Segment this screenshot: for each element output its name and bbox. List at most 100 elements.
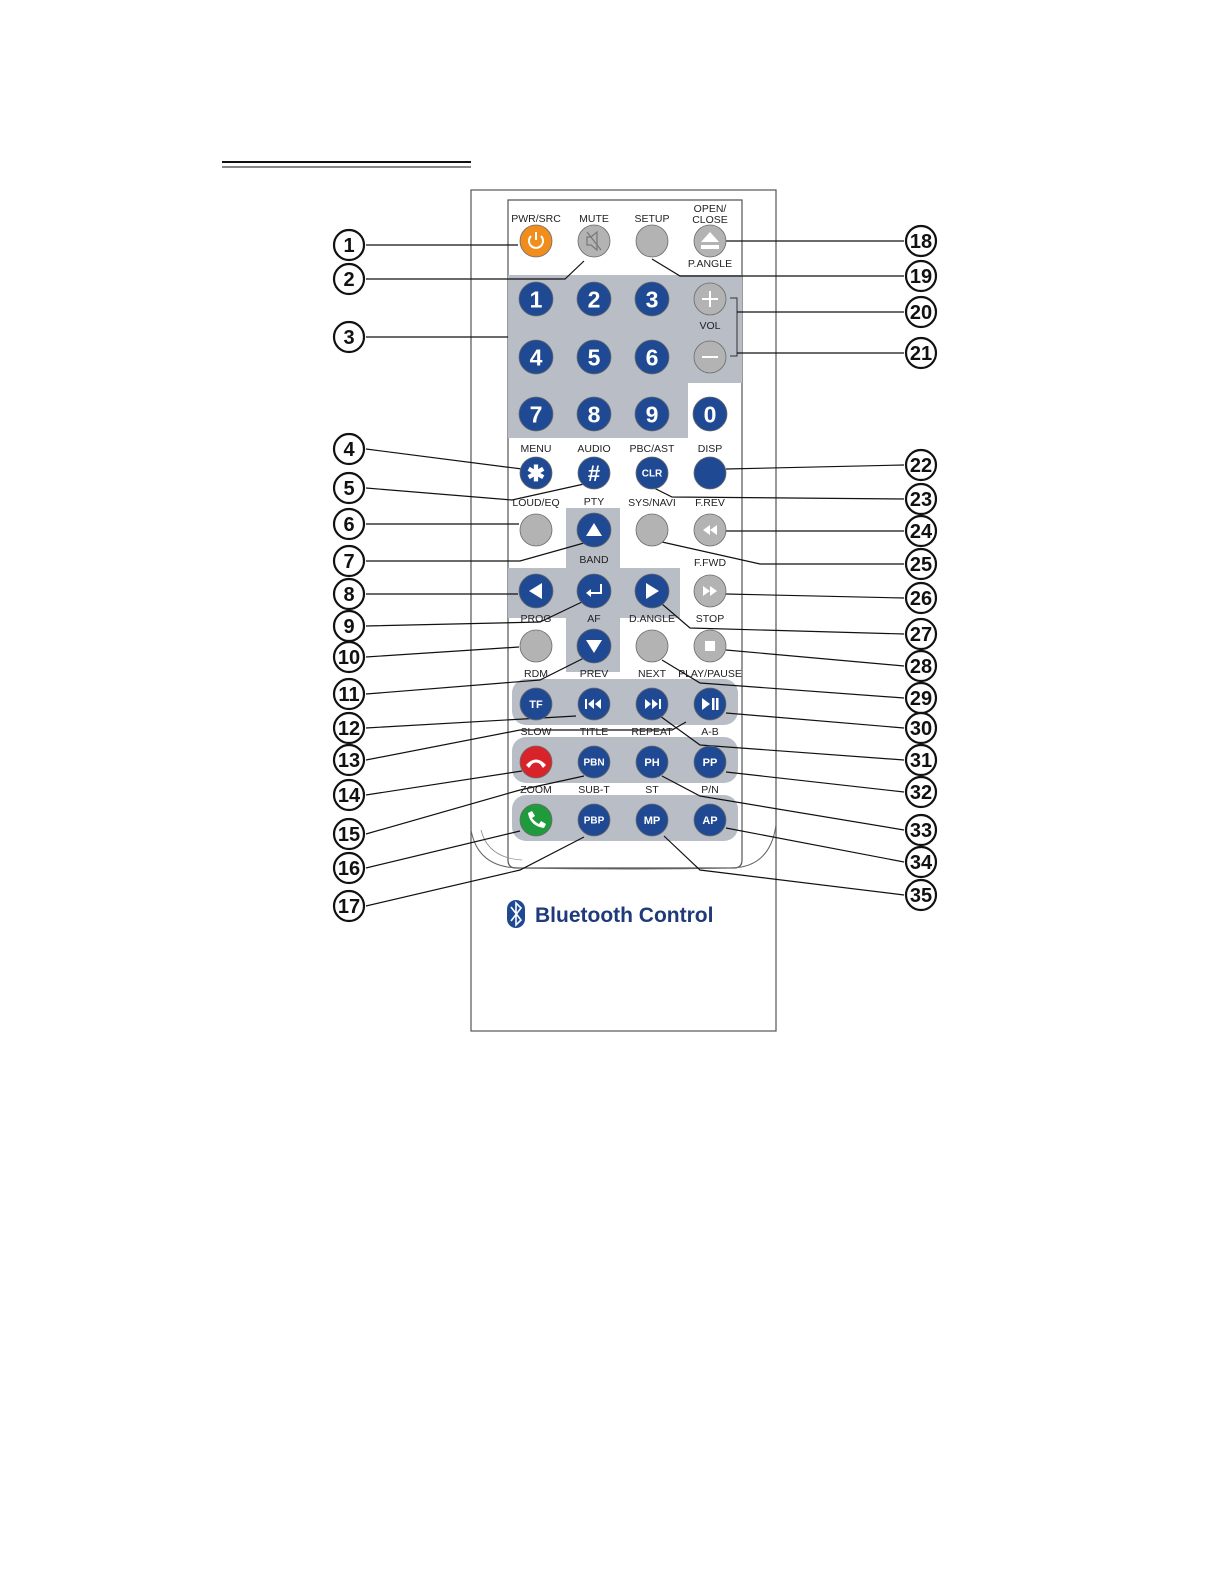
button-up[interactable]: [576, 512, 612, 548]
button-pp-body[interactable]: [693, 745, 727, 779]
button-n5-body[interactable]: [576, 339, 612, 375]
button-disp[interactable]: [693, 456, 727, 490]
label-open-1: CLOSE: [692, 214, 728, 226]
callout-17: 17: [332, 889, 366, 923]
button-prev[interactable]: [577, 687, 611, 721]
callout-6-number: 6: [343, 514, 354, 536]
button-ap-body[interactable]: [693, 803, 727, 837]
button-mp-body[interactable]: [635, 803, 669, 837]
button-left[interactable]: [518, 573, 554, 609]
button-loud-body[interactable]: [519, 513, 553, 547]
button-n2-body[interactable]: [576, 281, 612, 317]
button-pbn[interactable]: PBN: [577, 745, 611, 779]
button-volup[interactable]: [693, 282, 727, 316]
button-pbc-body[interactable]: [635, 456, 669, 490]
button-pwr[interactable]: [519, 224, 553, 258]
leader-line-17: [365, 836, 585, 907]
button-n2[interactable]: 2: [576, 281, 612, 317]
leader-line-29: [661, 659, 905, 699]
button-call-body[interactable]: [519, 803, 553, 837]
button-n1[interactable]: 1: [518, 281, 554, 317]
button-sys[interactable]: [635, 513, 669, 547]
button-n3[interactable]: 3: [634, 281, 670, 317]
button-pp[interactable]: PP: [693, 745, 727, 779]
button-open[interactable]: [693, 224, 727, 258]
button-mp[interactable]: MP: [635, 803, 669, 837]
button-prog[interactable]: [519, 629, 553, 663]
button-audio-body[interactable]: [577, 456, 611, 490]
button-call[interactable]: [519, 803, 553, 837]
button-loud[interactable]: [519, 513, 553, 547]
button-stop[interactable]: [693, 629, 727, 663]
button-n0[interactable]: 0: [692, 396, 728, 432]
button-n8[interactable]: 8: [576, 396, 612, 432]
button-n7-glyph: 7: [530, 401, 543, 427]
button-pbn-body[interactable]: [577, 745, 611, 779]
phone-row-panel: [512, 737, 738, 783]
play-pause-icon: [702, 698, 719, 710]
leader-line-31: [659, 715, 905, 761]
button-disp-body[interactable]: [693, 456, 727, 490]
transport-row-panel: [512, 679, 738, 725]
button-n0-glyph: 0: [704, 401, 717, 427]
button-n4-glyph: 4: [530, 344, 543, 370]
leader-line-33: [661, 775, 905, 831]
button-ap[interactable]: AP: [693, 803, 727, 837]
button-pwr-body[interactable]: [519, 224, 553, 258]
button-ph[interactable]: PH: [635, 745, 669, 779]
button-n4-body[interactable]: [518, 339, 554, 375]
brand: Bluetooth Control: [507, 900, 713, 928]
button-n5[interactable]: 5: [576, 339, 612, 375]
button-n0-body[interactable]: [692, 396, 728, 432]
button-dangle-body[interactable]: [635, 629, 669, 663]
button-dangle[interactable]: [635, 629, 669, 663]
button-n9-body[interactable]: [634, 396, 670, 432]
button-pbp-body[interactable]: [577, 803, 611, 837]
button-down[interactable]: [576, 628, 612, 664]
button-ph-body[interactable]: [635, 745, 669, 779]
button-menu[interactable]: ✱: [519, 456, 553, 490]
button-prog-body[interactable]: [519, 629, 553, 663]
callout-32-number: 32: [910, 782, 932, 804]
button-n1-body[interactable]: [518, 281, 554, 317]
button-mute[interactable]: [577, 224, 611, 258]
button-setup[interactable]: [635, 224, 669, 258]
callout-30: 30: [904, 711, 938, 745]
button-n3-body[interactable]: [634, 281, 670, 317]
button-n4[interactable]: 4: [518, 339, 554, 375]
label-tf: RDM: [524, 668, 548, 680]
button-n7[interactable]: 7: [518, 396, 554, 432]
callout-3-number: 3: [343, 327, 354, 349]
button-pbc[interactable]: CLR: [635, 456, 669, 490]
button-right[interactable]: [634, 573, 670, 609]
button-enter[interactable]: [576, 573, 612, 609]
rewind-icon: [703, 525, 717, 535]
callout-8-number: 8: [343, 584, 354, 606]
label-prog: PROG: [521, 613, 552, 625]
button-tf[interactable]: TF: [519, 687, 553, 721]
button-n6-body[interactable]: [634, 339, 670, 375]
button-n9[interactable]: 9: [634, 396, 670, 432]
callout-28-number: 28: [910, 656, 932, 678]
callout-24: 24: [904, 514, 938, 548]
stop-icon: [705, 641, 715, 651]
label-loud: LOUD/EQ: [512, 497, 559, 509]
button-next[interactable]: [635, 687, 669, 721]
button-enter-body[interactable]: [576, 573, 612, 609]
button-n7-body[interactable]: [518, 396, 554, 432]
button-frev[interactable]: [693, 513, 727, 547]
button-play[interactable]: [693, 687, 727, 721]
button-audio[interactable]: #: [577, 456, 611, 490]
button-voldn[interactable]: [693, 340, 727, 374]
button-ffwd[interactable]: [693, 574, 727, 608]
button-setup-body[interactable]: [635, 224, 669, 258]
button-n8-body[interactable]: [576, 396, 612, 432]
callout-1-number: 1: [343, 235, 354, 257]
button-n6[interactable]: 6: [634, 339, 670, 375]
callout-34-ring: [904, 845, 938, 879]
button-sys-body[interactable]: [635, 513, 669, 547]
button-pbp[interactable]: PBP: [577, 803, 611, 837]
button-hangup[interactable]: [519, 745, 553, 779]
button-tf-body[interactable]: [519, 687, 553, 721]
button-menu-body[interactable]: [519, 456, 553, 490]
